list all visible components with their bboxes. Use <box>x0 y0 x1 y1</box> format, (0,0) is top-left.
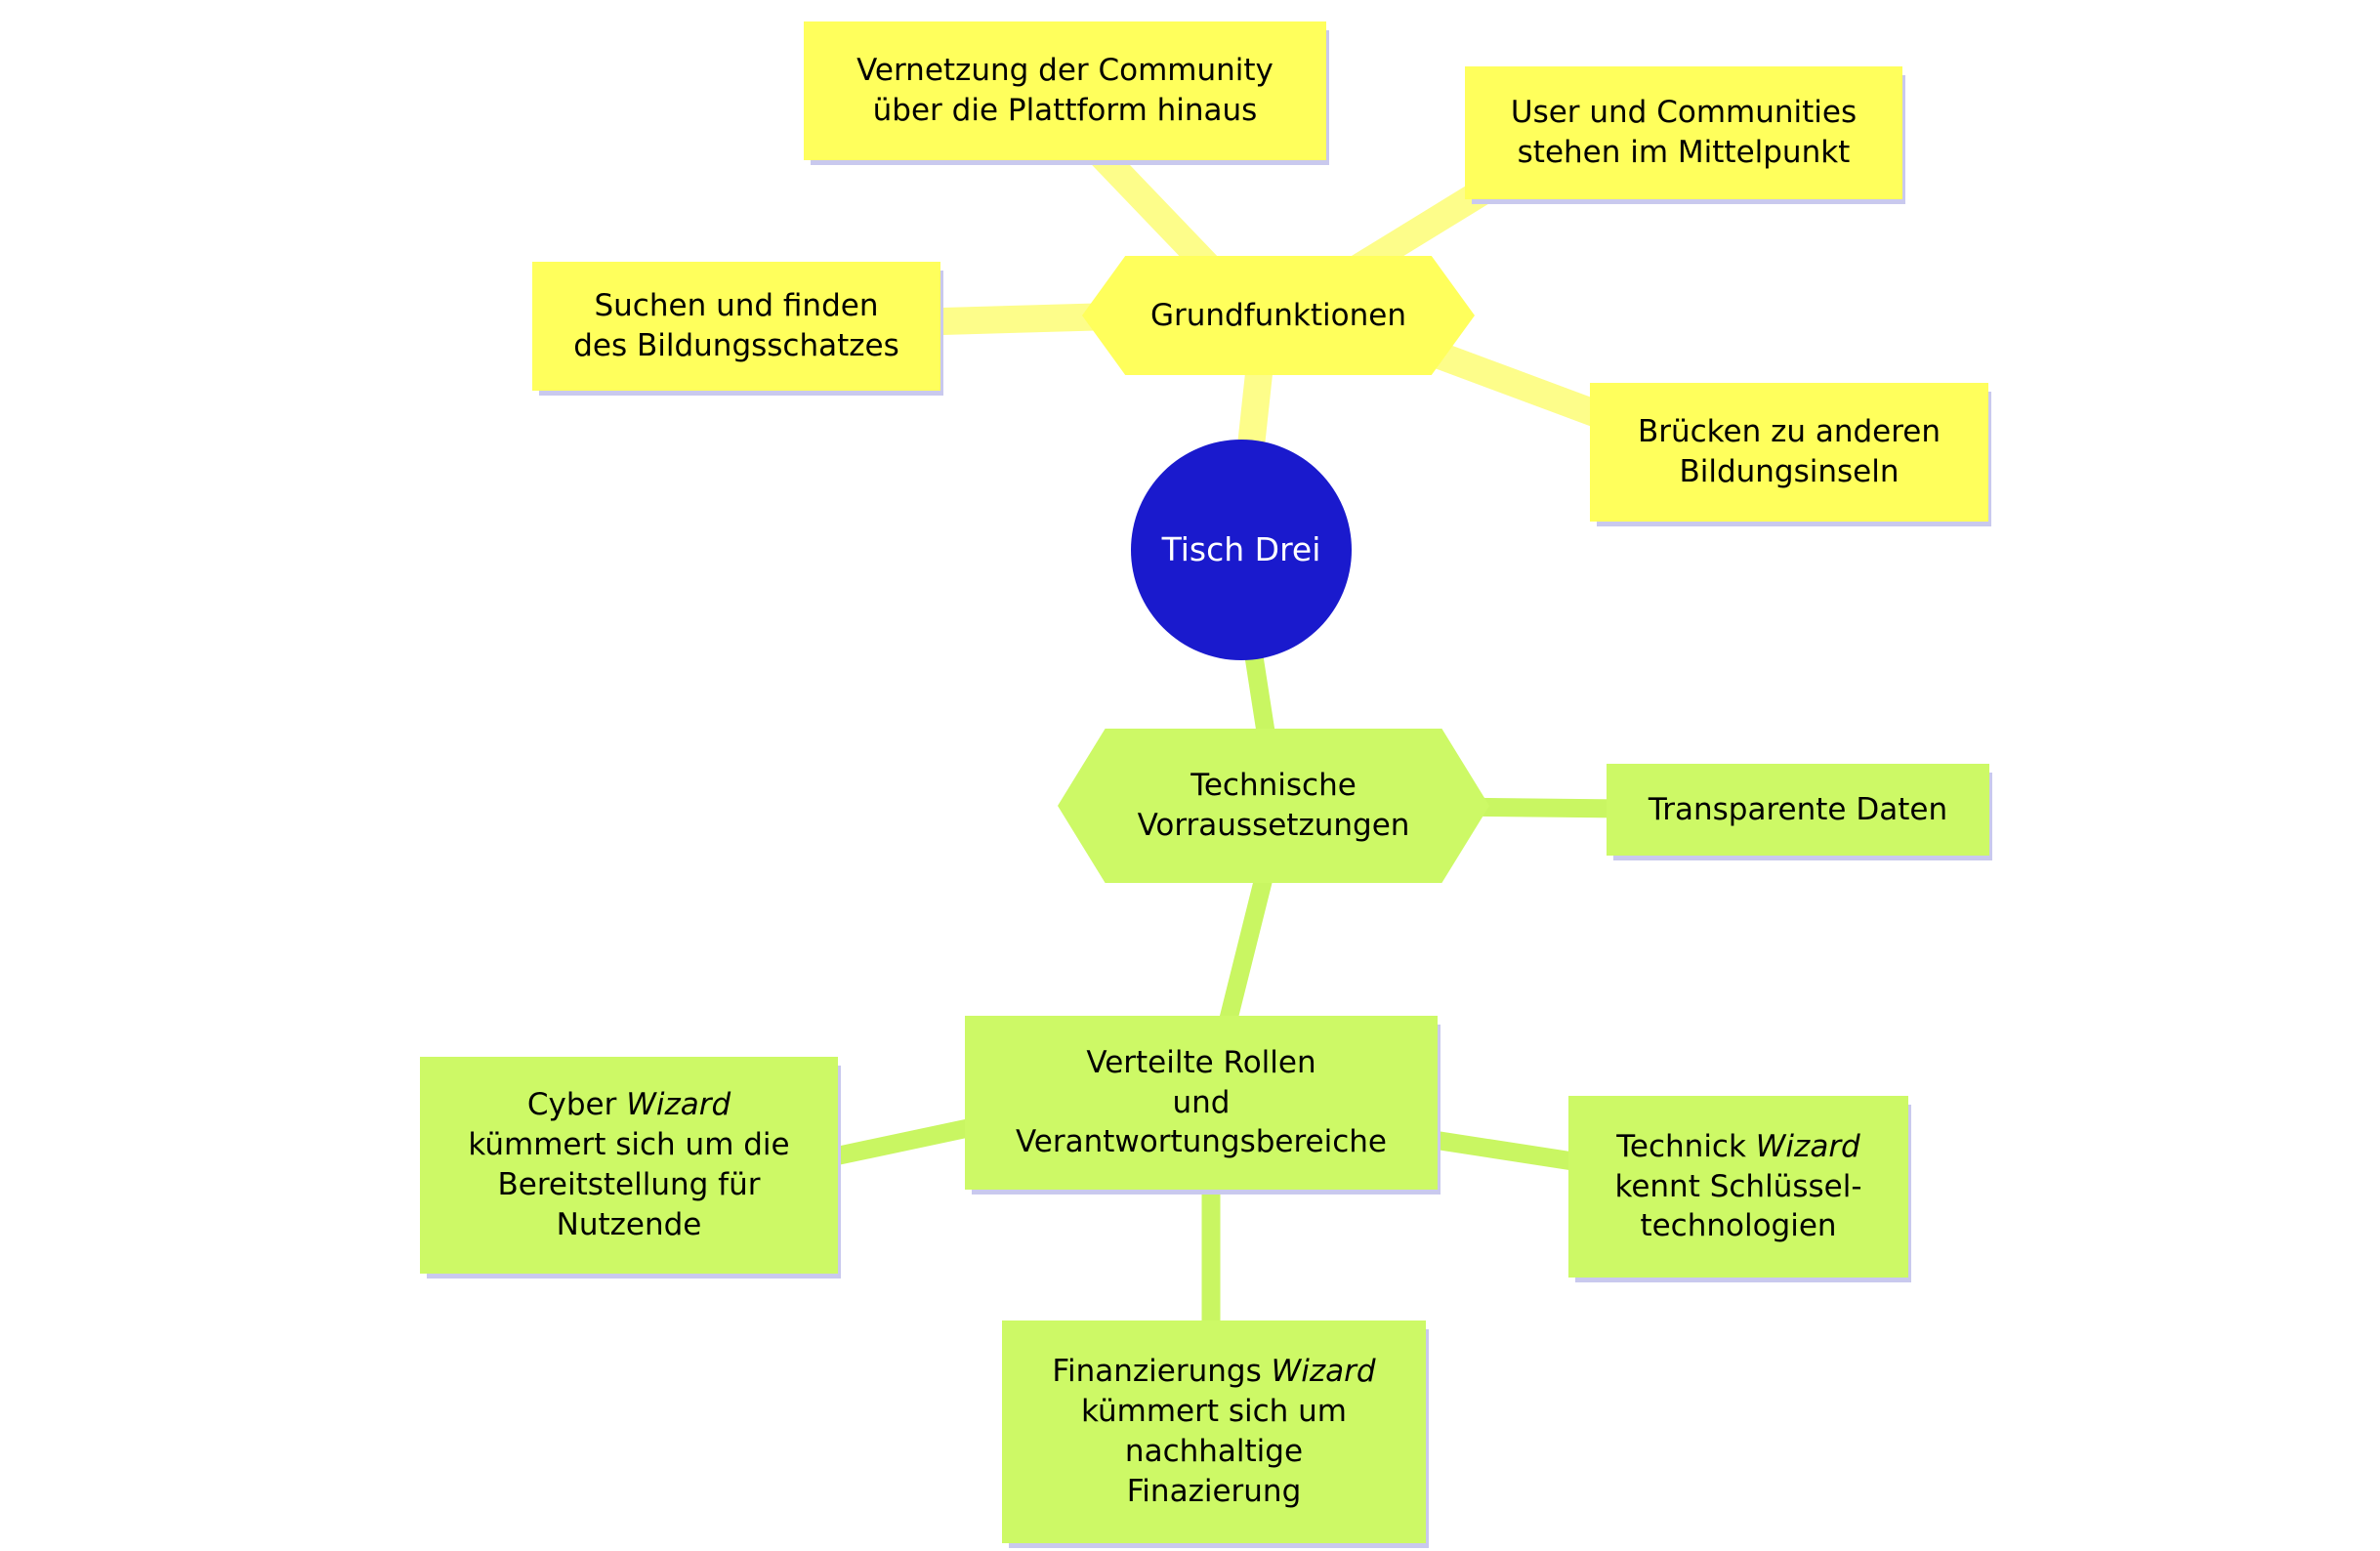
node-label: Grundfunktionen <box>1149 297 1406 333</box>
node-technick-wizard[interactable]: Technick Wizard kennt Schlüssel- technol… <box>1568 1096 1908 1278</box>
node-label-italic: Wizard <box>1755 1128 1860 1164</box>
node-label: Brücken zu anderen Bildungsinseln <box>1637 414 1942 489</box>
node-label-post: kennt Schlüssel- technologien <box>1614 1168 1862 1244</box>
node-label-pre: Cyber <box>526 1087 627 1123</box>
node-label: Verteilte Rollen und Verantwortungsberei… <box>1015 1044 1388 1160</box>
node-label-post: kümmert sich um die Bereitstellung für N… <box>468 1127 790 1242</box>
node-label-post: kümmert sich um nachhaltige Finazierung <box>1080 1394 1347 1509</box>
node-bruecken-bildungsinseln[interactable]: Brücken zu anderen Bildungsinseln <box>1590 383 1988 522</box>
node-label-pre: Technick <box>1616 1128 1756 1164</box>
node-suchen-finden[interactable]: Suchen und finden des Bildungsschatzes <box>532 262 940 391</box>
node-label: Technick Wizard kennt Schlüssel- technol… <box>1614 1127 1861 1247</box>
node-label: Transparente Daten <box>1648 791 1948 827</box>
node-label: Suchen und finden des Bildungsschatzes <box>573 288 899 363</box>
node-grundfunktionen[interactable]: Grundfunktionen <box>1082 256 1475 375</box>
node-label: Cyber Wizard kümmert sich um die Bereits… <box>468 1085 789 1245</box>
node-center-tisch-drei[interactable]: Tisch Drei <box>1131 440 1352 660</box>
node-finanzierungs-wizard[interactable]: Finanzierungs Wizard kümmert sich um nac… <box>1002 1320 1426 1543</box>
node-label: Tisch Drei <box>1161 530 1321 569</box>
node-label: Finanzierungs Wizard kümmert sich um nac… <box>1052 1352 1375 1512</box>
node-technische-vorraussetzungen[interactable]: Technische Vorraussetzungen <box>1058 729 1489 883</box>
node-label: Vernetzung der Community über die Plattf… <box>856 53 1274 128</box>
node-cyber-wizard[interactable]: Cyber Wizard kümmert sich um die Bereits… <box>420 1057 838 1274</box>
node-label: Technische Vorraussetzungen <box>1137 768 1410 843</box>
node-transparente-daten[interactable]: Transparente Daten <box>1607 764 1989 856</box>
node-user-communities[interactable]: User und Communities stehen im Mittelpun… <box>1465 66 1902 199</box>
node-label-pre: Finanzierungs <box>1052 1354 1272 1390</box>
node-vernetzung-community[interactable]: Vernetzung der Community über die Plattf… <box>804 21 1326 160</box>
node-label-italic: Wizard <box>626 1087 731 1123</box>
node-label-italic: Wizard <box>1271 1354 1376 1390</box>
edge-verteilte-technick <box>1411 1128 1602 1174</box>
node-label: User und Communities stehen im Mittelpun… <box>1510 95 1858 170</box>
node-verteilte-rollen[interactable]: Verteilte Rollen und Verantwortungsberei… <box>965 1016 1438 1190</box>
edge-verteilte-cyber <box>820 1113 1001 1167</box>
